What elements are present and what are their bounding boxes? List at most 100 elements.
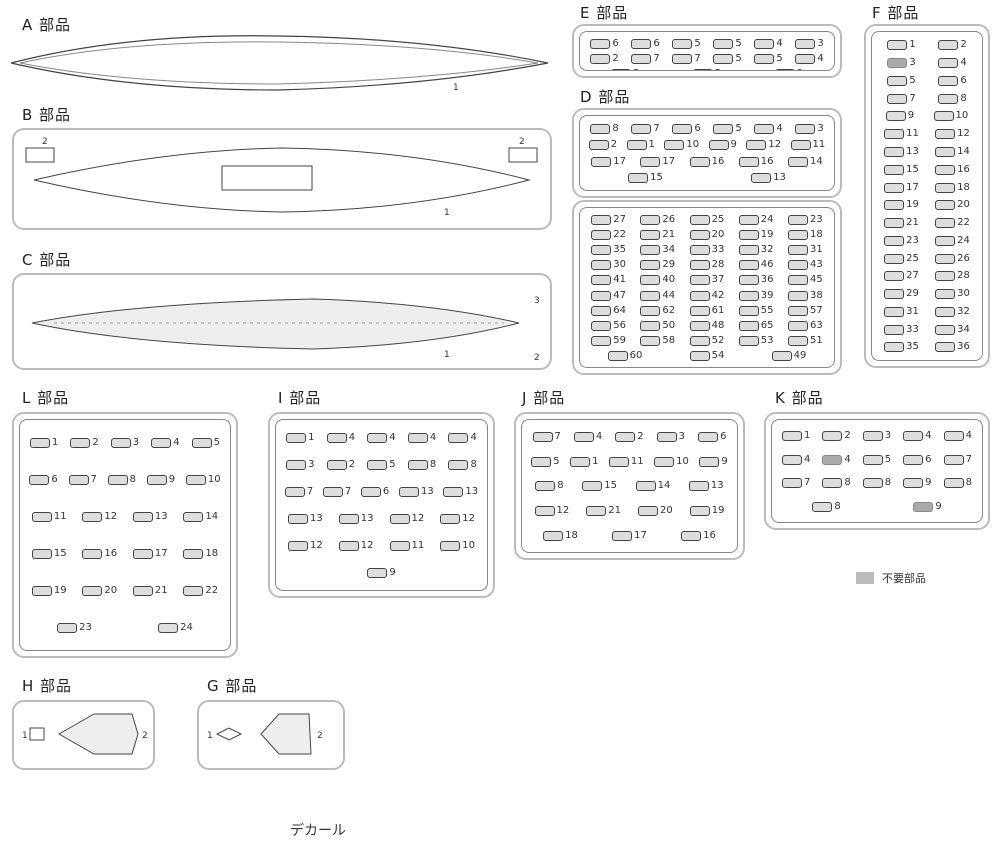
part-j-12: 12 xyxy=(534,505,569,517)
part-l-19: 19 xyxy=(31,585,67,596)
part-shape xyxy=(689,506,710,517)
part-number: 7 xyxy=(306,486,314,497)
part-shape xyxy=(935,306,956,317)
svg-text:1: 1 xyxy=(444,208,450,218)
part-shape xyxy=(943,478,964,489)
part-shape xyxy=(689,156,710,167)
part-shape xyxy=(326,460,347,470)
part-shape xyxy=(672,54,693,64)
part-number: 8 xyxy=(612,122,619,134)
part-f-4: 4 xyxy=(938,57,967,69)
part-l-1: 1 xyxy=(30,437,58,448)
part-number: 2 xyxy=(960,39,967,51)
part-shape xyxy=(360,487,381,497)
part-shape xyxy=(787,156,808,167)
part-shape xyxy=(689,215,710,226)
part-number: 1 xyxy=(797,68,803,70)
part-shape xyxy=(183,586,204,596)
part-f-33: 33 xyxy=(884,324,919,335)
part-l-17: 17 xyxy=(132,548,168,559)
part-i-10: 10 xyxy=(440,540,475,551)
part-e-3: 3 xyxy=(795,38,824,49)
part-shape xyxy=(787,290,808,301)
part-l-9: 9 xyxy=(146,474,175,485)
part-l-5: 5 xyxy=(191,437,220,448)
part-number: 22 xyxy=(957,217,970,229)
part-number: 43 xyxy=(809,259,823,271)
part-shape xyxy=(68,475,89,485)
part-shape xyxy=(862,454,883,465)
part-shape xyxy=(862,478,883,489)
part-number: 21 xyxy=(154,585,168,596)
part-e-1: 1 xyxy=(774,68,803,70)
part-number: 6 xyxy=(694,122,701,134)
part-shape xyxy=(608,456,629,467)
part-j-11: 11 xyxy=(608,456,644,467)
part-number: 34 xyxy=(957,323,970,335)
part-shape xyxy=(738,260,759,271)
svg-text:2: 2 xyxy=(42,137,48,147)
part-number: 11 xyxy=(53,511,67,522)
part-shape xyxy=(903,431,924,442)
part-shape xyxy=(626,140,647,151)
part-e-6: 6 xyxy=(631,38,660,49)
part-number: 35 xyxy=(613,244,626,256)
part-d-17: 17 xyxy=(640,156,675,167)
part-number: 16 xyxy=(703,530,716,542)
part-shape xyxy=(615,431,636,442)
part-k-8: 8 xyxy=(943,477,972,489)
part-number: 12 xyxy=(104,511,118,522)
part-number: 32 xyxy=(760,244,774,256)
part-i-12: 12 xyxy=(288,540,323,551)
part-d2-34: 34 xyxy=(640,244,675,256)
part-d-14: 14 xyxy=(787,156,823,167)
part-shape xyxy=(782,478,802,489)
part-shape xyxy=(935,129,956,140)
part-number: 4 xyxy=(844,453,851,465)
part-i-4: 4 xyxy=(448,432,477,443)
part-shape xyxy=(367,568,388,578)
part-shape xyxy=(884,129,905,140)
part-number: 25 xyxy=(711,214,725,226)
part-l-16: 16 xyxy=(82,548,117,559)
part-k-8: 8 xyxy=(862,477,891,489)
part-shape xyxy=(591,156,612,167)
part-shape xyxy=(610,69,631,70)
part-number: 28 xyxy=(957,270,970,282)
part-number: 22 xyxy=(613,229,626,241)
part-j-13: 13 xyxy=(688,480,724,492)
part-shape xyxy=(787,305,808,316)
part-k-7: 7 xyxy=(782,477,810,489)
part-j-10: 10 xyxy=(654,456,689,467)
part-shape xyxy=(887,93,908,104)
part-number: 8 xyxy=(965,477,972,489)
part-f-34: 34 xyxy=(935,324,970,335)
part-shape xyxy=(754,39,775,49)
sprue-f-label: F 部品 xyxy=(872,4,920,22)
part-number: 15 xyxy=(906,163,919,175)
part-number: 45 xyxy=(809,274,823,286)
part-d2-30: 30 xyxy=(591,259,626,271)
part-number: 16 xyxy=(760,155,774,167)
part-shape xyxy=(884,146,905,157)
decal-label: デカール xyxy=(290,823,346,839)
part-f-35: 35 xyxy=(884,341,919,353)
part-number: 5 xyxy=(694,38,701,49)
part-shape xyxy=(935,324,956,335)
part-shape xyxy=(913,501,934,512)
part-shape xyxy=(903,454,924,465)
part-number: 1 xyxy=(592,455,599,467)
part-shape xyxy=(31,586,52,596)
part-shape xyxy=(398,487,419,497)
part-shape xyxy=(640,215,661,226)
part-d2-32: 32 xyxy=(738,244,774,256)
part-d2-39: 39 xyxy=(738,290,774,301)
part-d2-28: 28 xyxy=(689,259,724,271)
part-j-21: 21 xyxy=(586,505,621,517)
part-number: 48 xyxy=(711,319,725,331)
part-number: 15 xyxy=(604,480,617,492)
part-shape xyxy=(570,456,591,467)
part-e-5: 5 xyxy=(713,53,742,64)
